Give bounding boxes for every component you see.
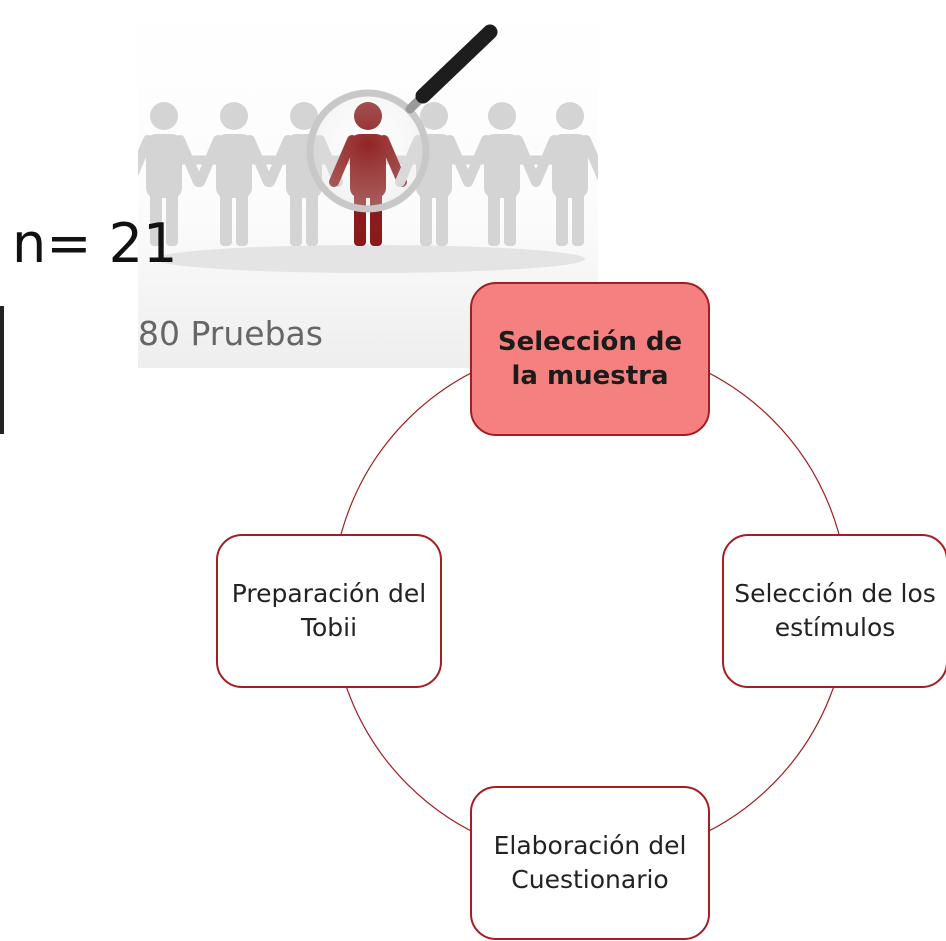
people-magnifier-icon (138, 24, 598, 273)
cycle-step-sample-selection[interactable]: Selección de la muestra (470, 282, 710, 436)
cycle-step-label: Preparación del Tobii (231, 579, 427, 642)
cycle-step-stimuli-selection[interactable]: Selección de los estímulos (722, 534, 946, 688)
cycle-step-label: Elaboración del Cuestionario (493, 831, 687, 894)
cycle-step-tobii-prep[interactable]: Preparación del Tobii (216, 534, 442, 688)
person-icon (531, 102, 598, 246)
person-icon (265, 102, 343, 246)
sample-illustration (138, 4, 598, 368)
person-icon (195, 102, 273, 246)
sample-size-label: n= 21 (12, 212, 178, 275)
person-icon (138, 102, 203, 246)
cycle-step-questionnaire[interactable]: Elaboración del Cuestionario (470, 786, 710, 940)
cycle-step-label: Selección de la muestra (497, 327, 683, 391)
person-icon (463, 102, 541, 246)
trials-count-label: 80 Pruebas (138, 314, 323, 353)
edge-divider (0, 306, 4, 434)
cycle-step-label: Selección de los estímulos (734, 579, 936, 642)
